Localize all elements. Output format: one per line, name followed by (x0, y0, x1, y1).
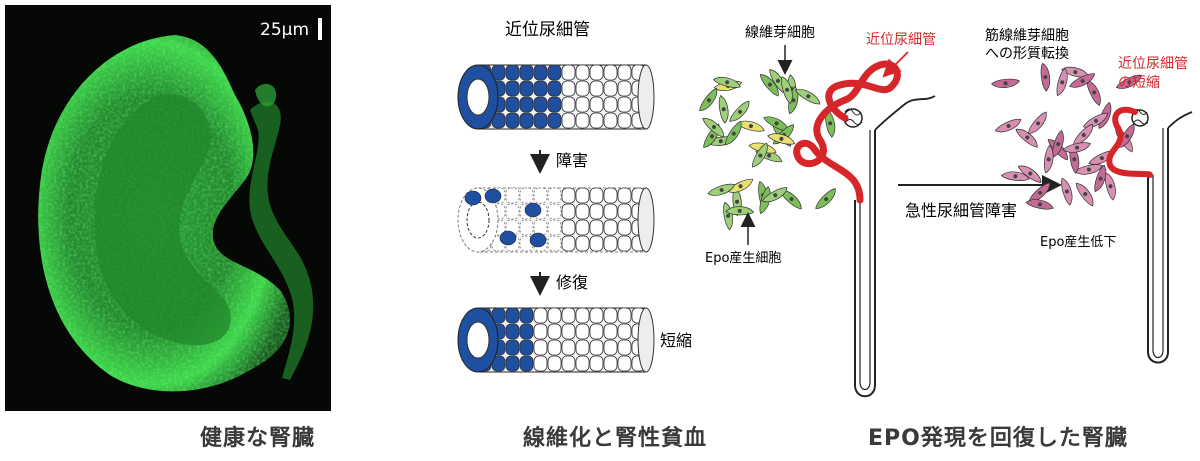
repair-label: 修復 (556, 273, 588, 292)
caption-fibrosis-anemia: 線維化と腎性貧血 (523, 420, 707, 452)
tubule-title: 近位尿細管 (505, 20, 590, 40)
epo-cell-label: Epo産生細胞 (705, 250, 781, 266)
shortened-tubule-label-2: の短縮 (1118, 75, 1160, 91)
injury-label: 障害 (556, 151, 588, 170)
transform-label-2: への形質転換 (985, 46, 1069, 62)
scale-bar (318, 18, 322, 40)
transform-label-1: 筋線維芽細胞 (985, 27, 1069, 44)
acute-injury-label: 急性尿細管障害 (905, 201, 1017, 220)
epo-decrease-label: Epo産生低下 (1040, 234, 1116, 250)
scale-bar-label: 25μm (260, 20, 309, 40)
tubule-shortened (458, 308, 654, 372)
nephron-healthy (797, 64, 935, 396)
tubule-injured (458, 188, 654, 252)
proximal-tubule-label: 近位尿細管 (866, 32, 936, 48)
caption-healthy-kidney: 健康な腎臓 (200, 420, 315, 452)
proximal-tubule-red (797, 64, 898, 200)
caption-epo-recovered: EPO発現を回復した腎臓 (868, 420, 1128, 452)
tubule-schematic: 近位尿細管 障害 修復 短縮 (458, 20, 692, 372)
shortened-label: 短縮 (660, 331, 692, 350)
kidney-micrograph: 25μm (5, 5, 331, 411)
shortened-tubule-label-1: 近位尿細管 (1118, 56, 1188, 72)
fibroblast-label: 線維芽細胞 (745, 25, 815, 41)
nephron-schematic: 線維芽細胞 近位尿細管 Epo産生細胞 急性尿細管障害 筋線維芽細胞 への形質転… (697, 25, 1192, 396)
tubule-healthy (458, 65, 654, 129)
nephron-shortened (1109, 110, 1192, 363)
